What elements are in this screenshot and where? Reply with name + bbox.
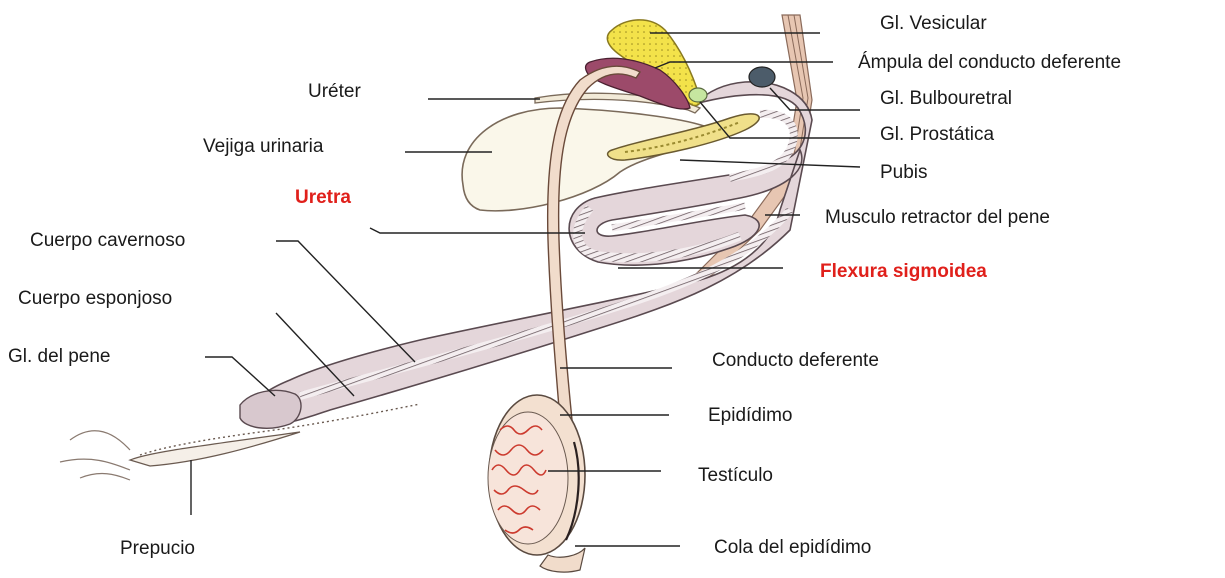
label-cuerpo-cavernoso: Cuerpo cavernoso	[30, 230, 185, 251]
label-gl-del-pene: Gl. del pene	[8, 346, 110, 367]
prostate	[689, 88, 707, 102]
testis	[488, 395, 585, 572]
label-vejiga-urinaria: Vejiga urinaria	[203, 136, 324, 157]
label-gl-bulbouretral: Gl. Bulbouretral	[880, 88, 1012, 109]
label-conducto-deferente: Conducto deferente	[712, 350, 879, 371]
label-epididimo: Epidídimo	[708, 405, 793, 426]
label-ureter: Uréter	[308, 81, 361, 102]
label-prepucio: Prepucio	[120, 538, 195, 559]
label-cuerpo-esponjoso: Cuerpo esponjoso	[18, 288, 172, 309]
label-cola-del-epididimo: Cola del epidídimo	[714, 537, 871, 558]
label-pubis: Pubis	[880, 162, 928, 183]
leader-glande	[205, 357, 275, 396]
label-gl-prostatica: Gl. Prostática	[880, 124, 994, 145]
label-flexura-sigmoidea: Flexura sigmoidea	[820, 261, 987, 282]
glans	[240, 390, 301, 428]
label-gl-vesicular: Gl. Vesicular	[880, 13, 987, 34]
label-uretra: Uretra	[295, 187, 351, 208]
label-musculo-retractor: Musculo retractor del pene	[825, 207, 1050, 228]
bulbourethral-gland	[749, 67, 775, 87]
label-ampula: Ámpula del conducto deferente	[858, 52, 1121, 73]
label-testiculo: Testículo	[698, 465, 773, 486]
leader-cavernoso	[276, 241, 415, 362]
